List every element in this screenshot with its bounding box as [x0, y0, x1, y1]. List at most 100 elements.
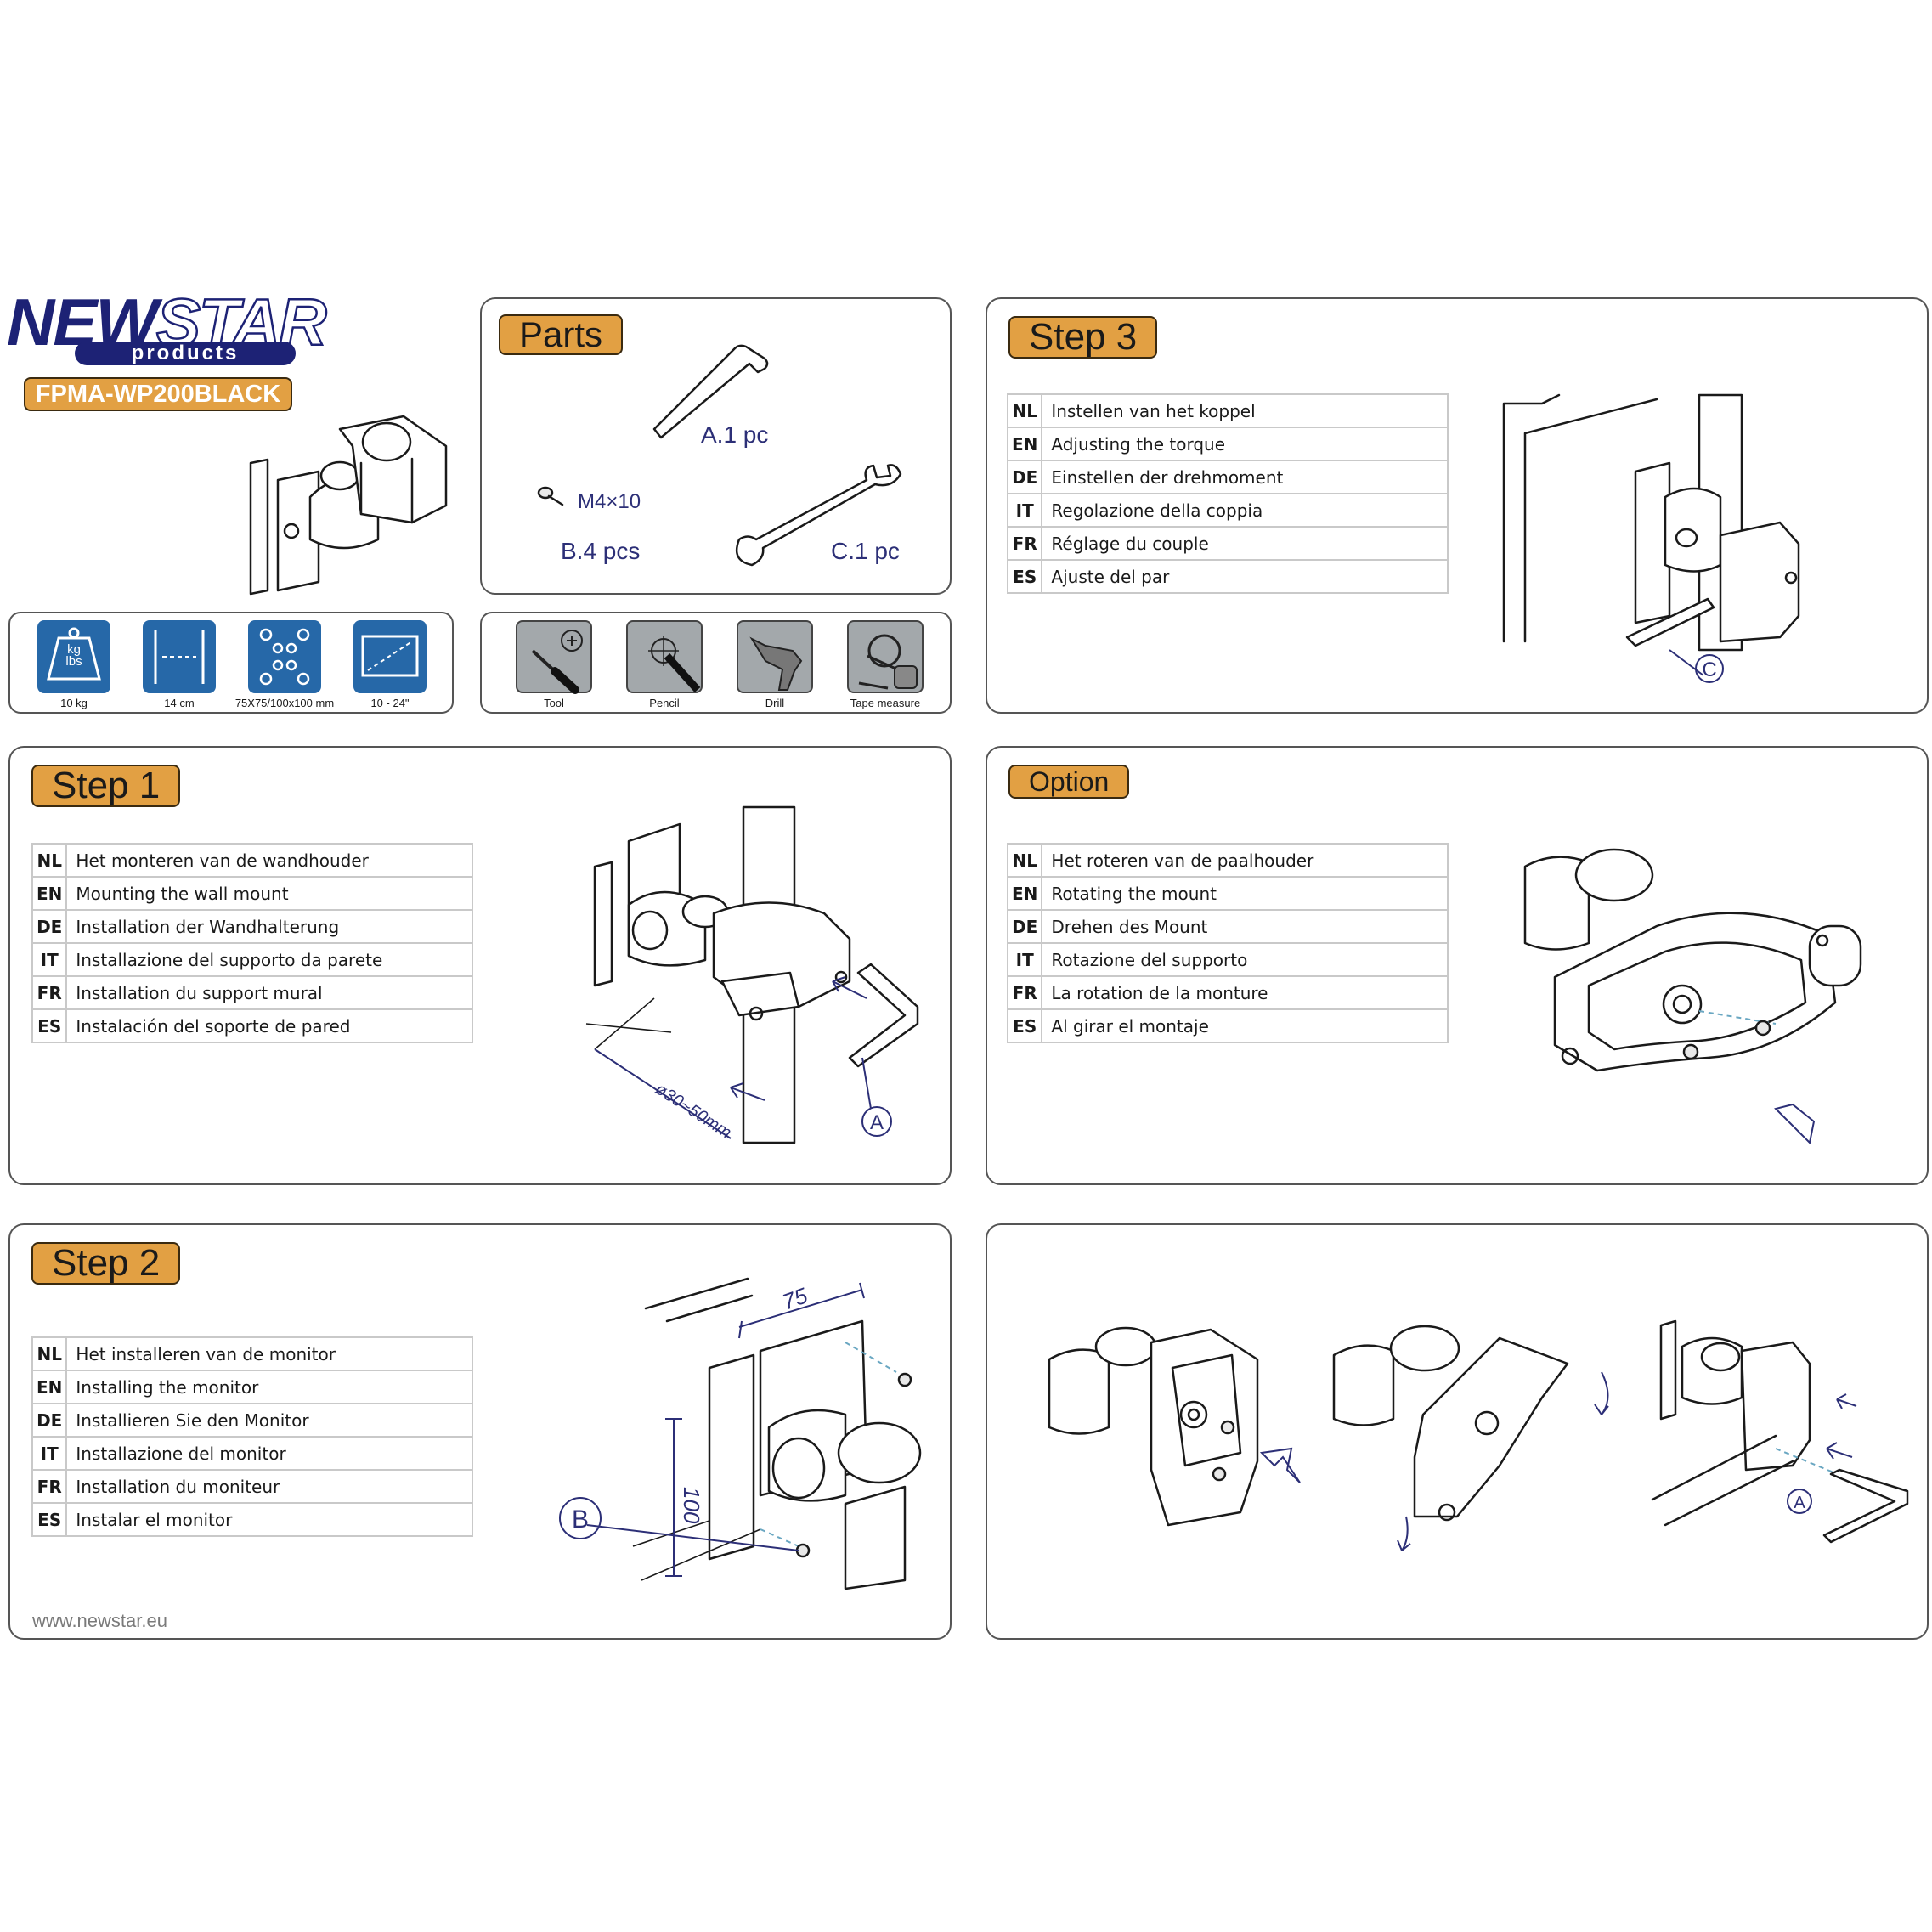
tape-measure-icon [858, 634, 918, 690]
step3-illustration: C [1502, 393, 1800, 683]
language-code: EN [1006, 876, 1043, 911]
language-code: FR [1006, 975, 1043, 1010]
language-code: ES [1006, 1008, 1043, 1043]
spec-label: 14 cm [164, 697, 195, 709]
product-illustration [249, 415, 448, 596]
parts-title: Parts [499, 314, 624, 355]
screwdriver-icon [531, 630, 583, 694]
instruction-text: Het roteren van de paalhouder [1041, 843, 1449, 878]
language-code: EN [31, 1370, 68, 1404]
depth-icon [154, 630, 205, 684]
step2-dim-v: 100 [679, 1487, 704, 1524]
language-code: NL [31, 843, 68, 878]
part-c-label: C.1 pc [831, 538, 900, 564]
instruction-text: Rotazione del supporto [1041, 942, 1449, 977]
instruction-text: Mounting the wall mount [65, 876, 474, 911]
language-code: FR [31, 975, 68, 1010]
weight-icon [47, 627, 101, 681]
tool-0 [516, 620, 592, 694]
language-code: NL [1006, 393, 1043, 428]
pencil-icon [648, 636, 701, 693]
instruction-text: Einstellen der drehmoment [1041, 460, 1449, 494]
option-title: Option [1008, 765, 1130, 799]
vesa-icon [259, 628, 310, 686]
language-code: DE [1006, 909, 1043, 944]
instruction-text: Het monteren van de wandhouder [65, 843, 474, 878]
instruction-text: Instalación del soporte de pared [65, 1008, 474, 1043]
step2-title: Step 2 [31, 1242, 181, 1285]
tool-3 [847, 620, 924, 693]
instruction-text: Rotating the mount [1041, 876, 1449, 911]
instruction-text: Ajuste del par [1041, 559, 1449, 594]
weight-icon-text: kg lbs [65, 642, 82, 669]
instruction-text: Installation du moniteur [65, 1469, 474, 1504]
brand-sub: products [75, 342, 296, 365]
instruction-text: Adjusting the torque [1041, 427, 1449, 461]
spec-3 [353, 620, 427, 693]
brand-logo: NEWSTAR products [7, 288, 328, 374]
language-code: EN [1006, 427, 1043, 461]
language-code: IT [1006, 493, 1043, 528]
instruction-text: Het installeren van de monitor [65, 1336, 474, 1371]
instruction-text: Installazione del supporto da parete [65, 942, 474, 977]
screen-size-icon [361, 635, 419, 677]
instruction-text: Installing the monitor [65, 1370, 474, 1404]
part-b-spec: M4×10 [578, 490, 641, 513]
spec-2 [248, 620, 321, 693]
tool-label: Pencil [649, 697, 680, 709]
language-code: DE [31, 909, 68, 944]
spec-label: 10 - 24" [370, 697, 410, 709]
language-code: ES [1006, 559, 1043, 594]
step3-callout: C [1702, 658, 1716, 681]
language-code: IT [31, 1436, 68, 1471]
step1-callout: A [870, 1111, 884, 1134]
instruction-text: Installieren Sie den Monitor [65, 1403, 474, 1438]
step1-illustration: ø30~50mm A [585, 805, 919, 1144]
screw-b [537, 486, 564, 506]
part-b-label: B.4 pcs [561, 538, 641, 564]
instruction-text: Instalar el monitor [65, 1502, 474, 1537]
rotation-illustration-1 [1048, 1326, 1301, 1527]
instruction-text: Drehen des Mount [1041, 909, 1449, 944]
language-code: EN [31, 876, 68, 911]
step1-title: Step 1 [31, 765, 181, 807]
language-code: DE [1006, 460, 1043, 494]
hex-key-a [652, 344, 769, 439]
language-code: IT [31, 942, 68, 977]
language-code: FR [1006, 526, 1043, 561]
tool-2 [737, 620, 813, 693]
step2-dim-h: 75 [779, 1282, 811, 1314]
language-code: NL [31, 1336, 68, 1371]
instruction-text: Instellen van het koppel [1041, 393, 1449, 428]
instruction-text: Installation du support mural [65, 975, 474, 1010]
language-code: NL [1006, 843, 1043, 878]
language-code: ES [31, 1008, 68, 1043]
wrench-c [735, 464, 902, 567]
option-illustration [1523, 848, 1862, 1145]
tool-1 [626, 620, 703, 693]
